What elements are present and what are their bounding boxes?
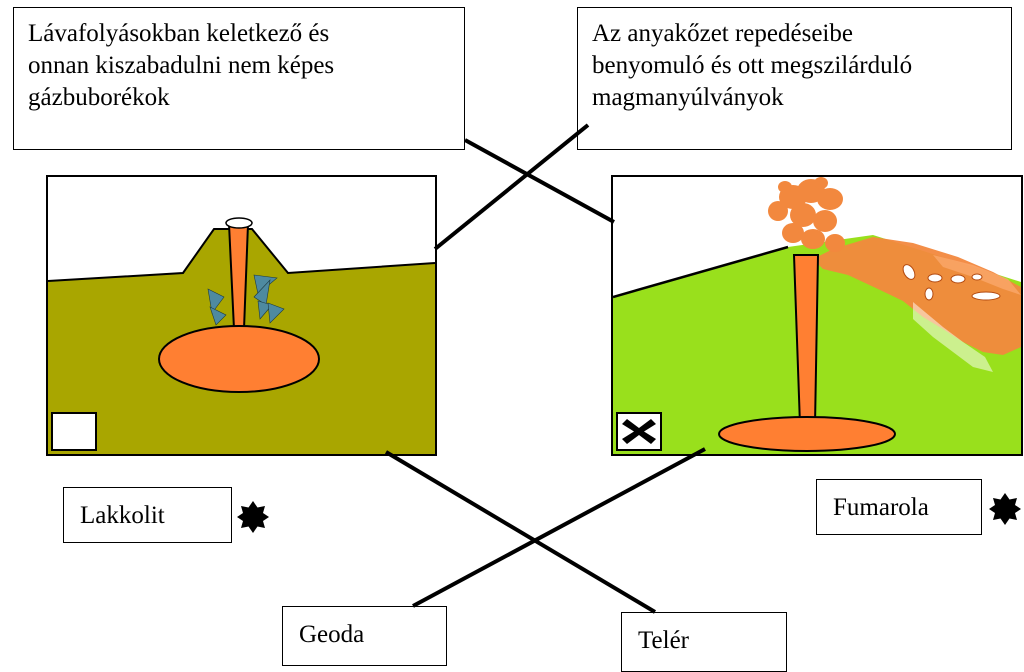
star-icon-lakkolit xyxy=(237,501,269,533)
gas-bubbles xyxy=(902,264,1001,301)
label-teler: Telér xyxy=(621,612,787,672)
label-geoda: Geoda xyxy=(282,606,447,666)
magma-chamber xyxy=(158,325,320,393)
right-diagram-panel xyxy=(611,175,1023,456)
crystals xyxy=(207,274,285,326)
eruption-cloud xyxy=(768,177,845,252)
star-icon-fumarola xyxy=(989,493,1021,525)
connector-left-panel-to-teler xyxy=(384,450,657,614)
connector-gas-bubbles-to-right-panel xyxy=(464,138,615,224)
checkbox-right[interactable] xyxy=(616,412,662,451)
x-mark-icon xyxy=(622,419,656,444)
description-box-gas-bubbles: Lávafolyásokban keletkező és onnan kisza… xyxy=(13,7,465,150)
left-diagram-panel xyxy=(46,175,437,456)
label-fumarola: Fumarola xyxy=(816,479,982,535)
description-box-magma-sheets: Az anyakőzet repedéseibe benyomuló és ot… xyxy=(577,7,1012,150)
label-lakkolit: Lakkolit xyxy=(63,487,232,543)
ground-outline xyxy=(613,245,789,299)
connector-right-panel-to-geoda xyxy=(412,447,706,608)
crater xyxy=(225,217,253,229)
checkbox-left[interactable] xyxy=(51,412,97,451)
magma-chamber xyxy=(718,416,896,452)
lava-flow xyxy=(813,237,1021,372)
